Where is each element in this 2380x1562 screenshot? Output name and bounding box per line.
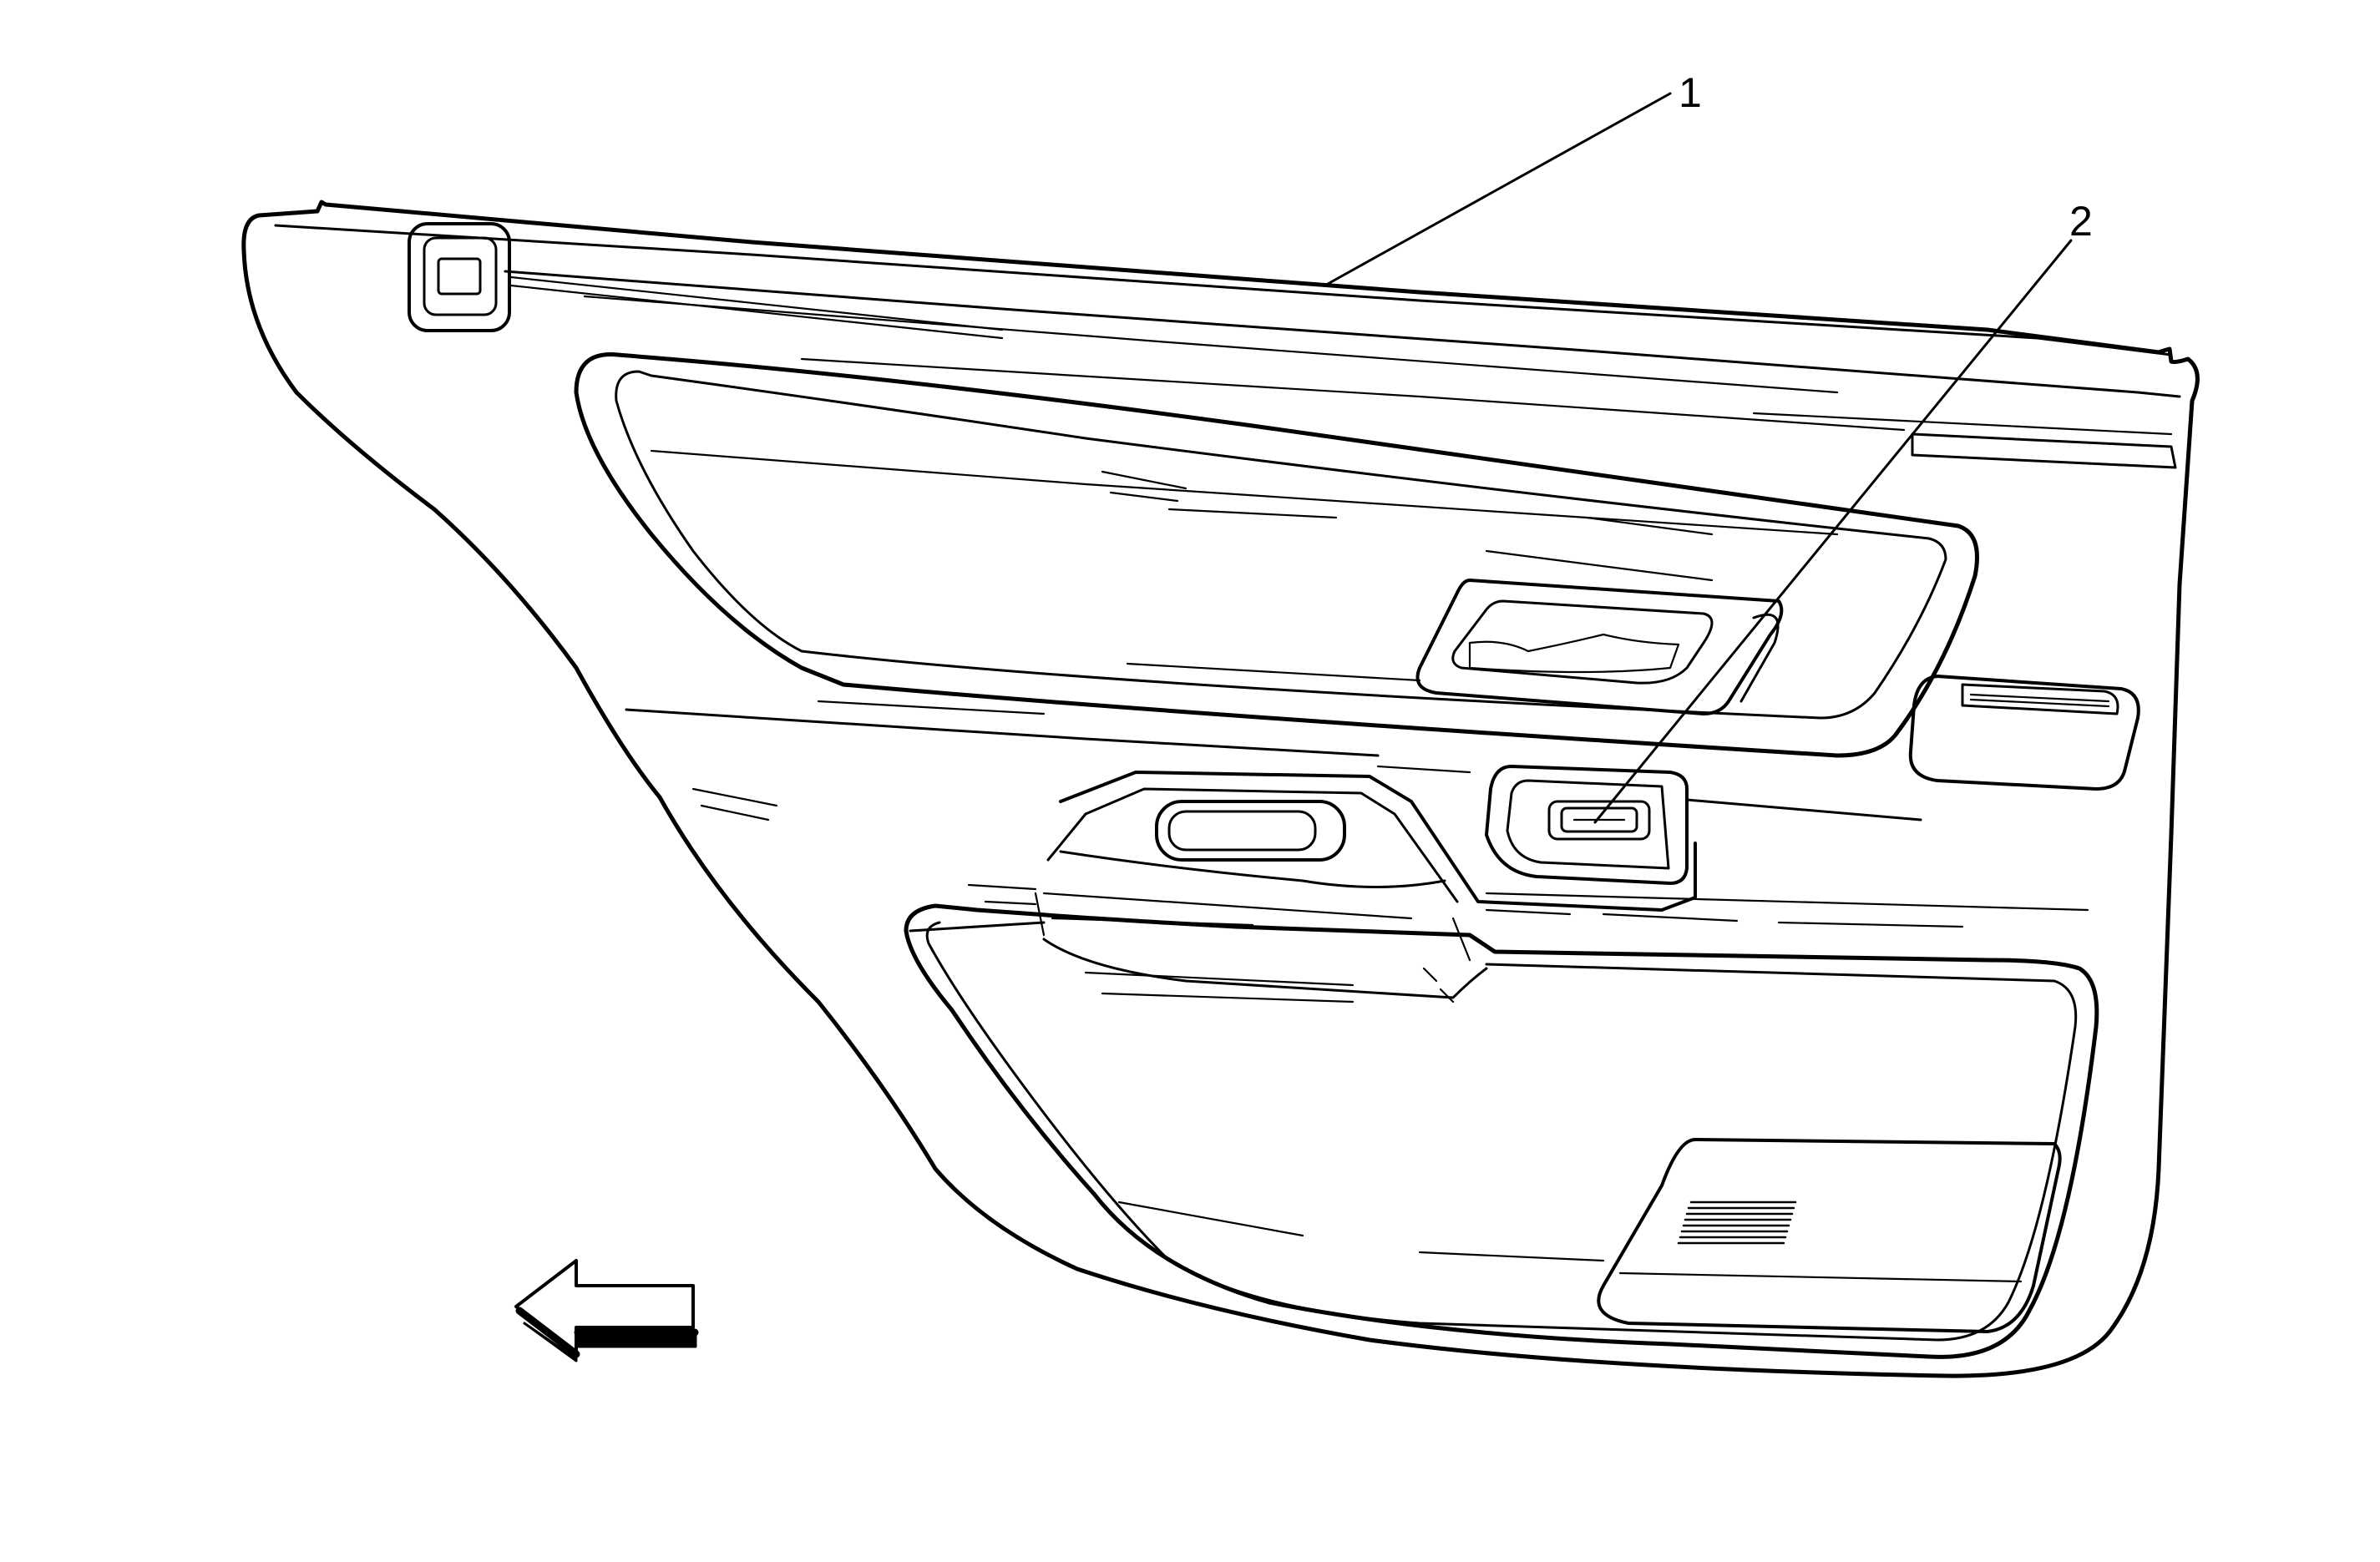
switch-bezel-inner [1506,779,1670,870]
pull-cup-inner [1961,683,2119,715]
pocket-crease-1 [1084,971,1355,1003]
mid-line-4 [1685,798,1922,821]
pull-cup-ribs [1969,693,2110,708]
bolster-crease-4 [1485,549,1714,582]
leader-line-2 [1593,239,2073,824]
bolster-inner [615,370,1947,720]
arrow-thick-edge [515,1307,699,1358]
pocket-seam [1034,892,1471,1003]
beltline-inner-2 [800,357,1906,432]
clip-strip [509,275,1004,340]
door-pull-cup [1908,675,2140,791]
pocket-crease-2 [1117,1201,1605,1262]
beltline-inner-1 [583,295,1839,394]
speaker-panel-edge [1618,1271,2023,1283]
clip-housing-core [437,257,482,296]
pocket-inner [925,921,2078,1342]
switch-bezel-outer [1485,765,1689,885]
pocket-outer [904,903,2099,1359]
upper-bolster [574,352,1979,758]
clip-housing-outer [408,222,511,332]
mid-line-2 [817,700,1046,715]
callout-label-2: 2 [2069,198,2093,245]
mid-line-7 [1485,908,1964,928]
upper-clip-housing [408,222,1004,340]
beltline-strip [1911,432,2177,469]
bolster-crease-3 [1167,508,1714,536]
mid-line-6 [1485,892,2089,912]
grab-handle-outer [1155,800,1346,862]
switch-cap-outer [1547,800,1651,841]
speaker-mesh-lines [1677,1201,1797,1245]
bolster-crease-5 [1126,662,1421,682]
bolster-crease-2 [1101,470,1187,503]
handle-bezel-outer [1415,579,1784,715]
beltline-mid [504,270,2181,398]
bolster-outer [574,352,1979,758]
window-switch-bezel [1485,765,1689,885]
callout-leaders [1326,92,2073,824]
armrest [1042,771,1697,927]
clip-housing-inner [423,236,498,316]
speaker-mesh [1677,1201,1797,1245]
armrest-outer [1059,771,1697,912]
bolster-crease-1 [650,449,1839,536]
armrest-lower [1046,812,1446,888]
map-pocket [904,892,2099,1359]
mid-panel-lines [625,700,2089,928]
pocket-top-edge [909,921,1488,999]
panel-outline [241,200,2200,1378]
speaker-grille [1597,1138,2062,1333]
beltline-upper [274,224,2173,356]
speaker-panel-outer [1597,1138,2062,1333]
handle-lever [1468,633,1680,674]
arrow-left-icon [514,1259,699,1362]
beltline-inner-3 [1752,412,2173,436]
mid-line-8 [967,883,1037,906]
door-trim-panel [241,200,2200,1378]
mid-line-1 [625,708,1380,757]
handle-pocket [1451,599,1714,685]
callout-label-1: 1 [1679,69,1702,116]
arrow-body [514,1259,695,1354]
mid-line-5 [691,787,778,821]
pull-cup-outer [1908,675,2140,791]
armrest-inner [1084,787,1459,903]
inside-handle-bezel [1415,579,1784,715]
switch-cap-inner [1560,806,1638,833]
mid-line-3 [1376,765,1471,774]
handle-release [1739,613,1780,703]
grab-handle-inner [1167,810,1317,852]
leader-line-1 [1326,92,1672,286]
